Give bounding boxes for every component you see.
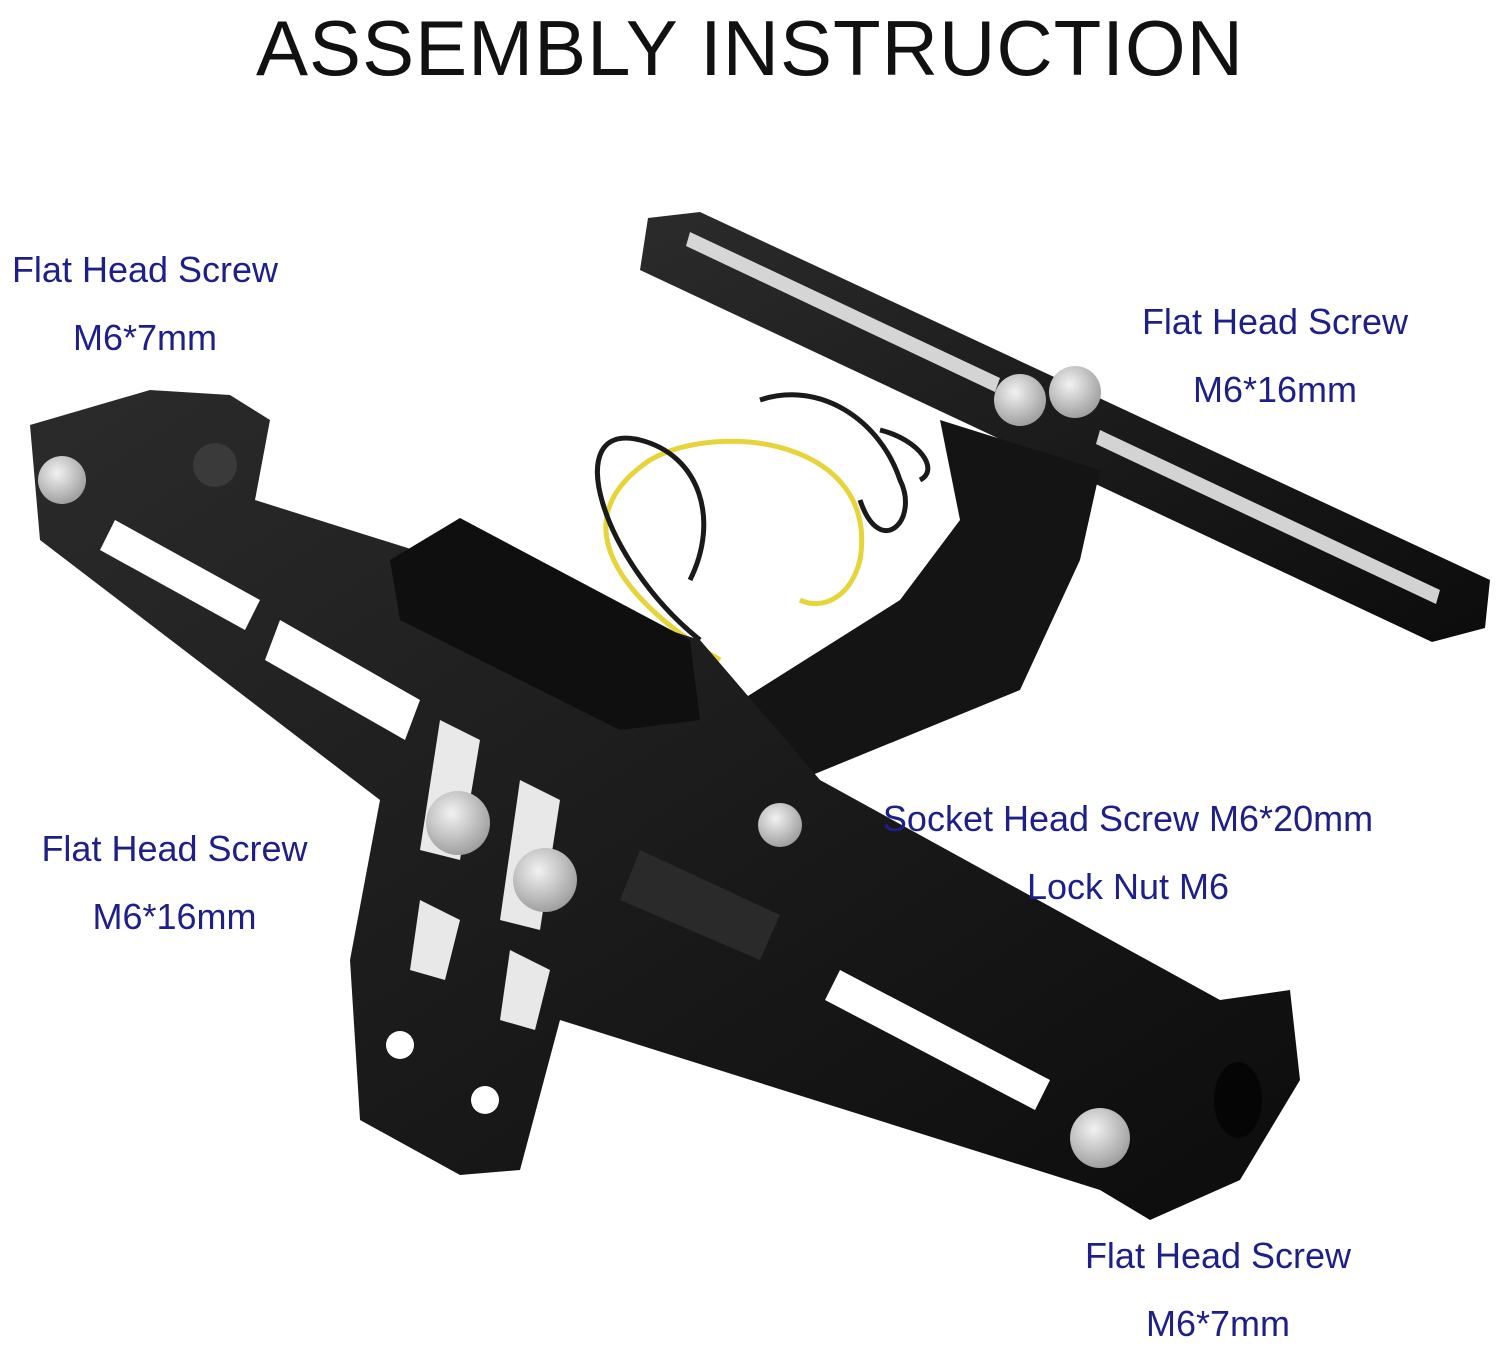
screw-bottom-right: [1070, 1108, 1130, 1168]
label-middle-right: Socket Head Screw M6*20mm Lock Nut M6: [848, 785, 1408, 921]
label-middle-left-name: Flat Head Screw: [41, 828, 308, 869]
screw-top-plate-2: [1049, 366, 1101, 418]
label-bottom-right-size: M6*7mm: [1145, 1303, 1291, 1344]
screw-socket: [758, 803, 802, 847]
label-middle-left-size: M6*16mm: [92, 896, 257, 937]
label-middle-right-nut: Lock Nut M6: [1026, 866, 1230, 907]
page-title: ASSEMBLY INSTRUCTION: [256, 4, 1244, 92]
label-top-left: Flat Head Screw M6*7mm: [0, 236, 290, 372]
label-top-right: Flat Head Screw M6*16mm: [1120, 288, 1430, 424]
screw-center-1: [426, 791, 490, 855]
label-top-left-size: M6*7mm: [72, 317, 218, 358]
wires: [594, 392, 931, 663]
screw-top-left: [38, 456, 86, 504]
label-top-right-name: Flat Head Screw: [1141, 301, 1409, 342]
screw-top-plate-1: [994, 374, 1046, 426]
screw-center-2: [513, 848, 577, 912]
support-arm: [710, 420, 1100, 780]
label-middle-left: Flat Head Screw M6*16mm: [22, 815, 327, 951]
label-bottom-right-name: Flat Head Screw: [1084, 1235, 1352, 1276]
label-top-right-size: M6*16mm: [1192, 369, 1358, 410]
main-bracket: [30, 390, 1300, 1220]
label-top-left-name: Flat Head Screw: [11, 249, 279, 290]
label-bottom-right: Flat Head Screw M6*7mm: [1068, 1222, 1368, 1358]
screws: [38, 366, 1130, 1168]
top-plate-arm: [640, 212, 1490, 642]
label-middle-right-screw: Socket Head Screw M6*20mm: [882, 798, 1374, 839]
